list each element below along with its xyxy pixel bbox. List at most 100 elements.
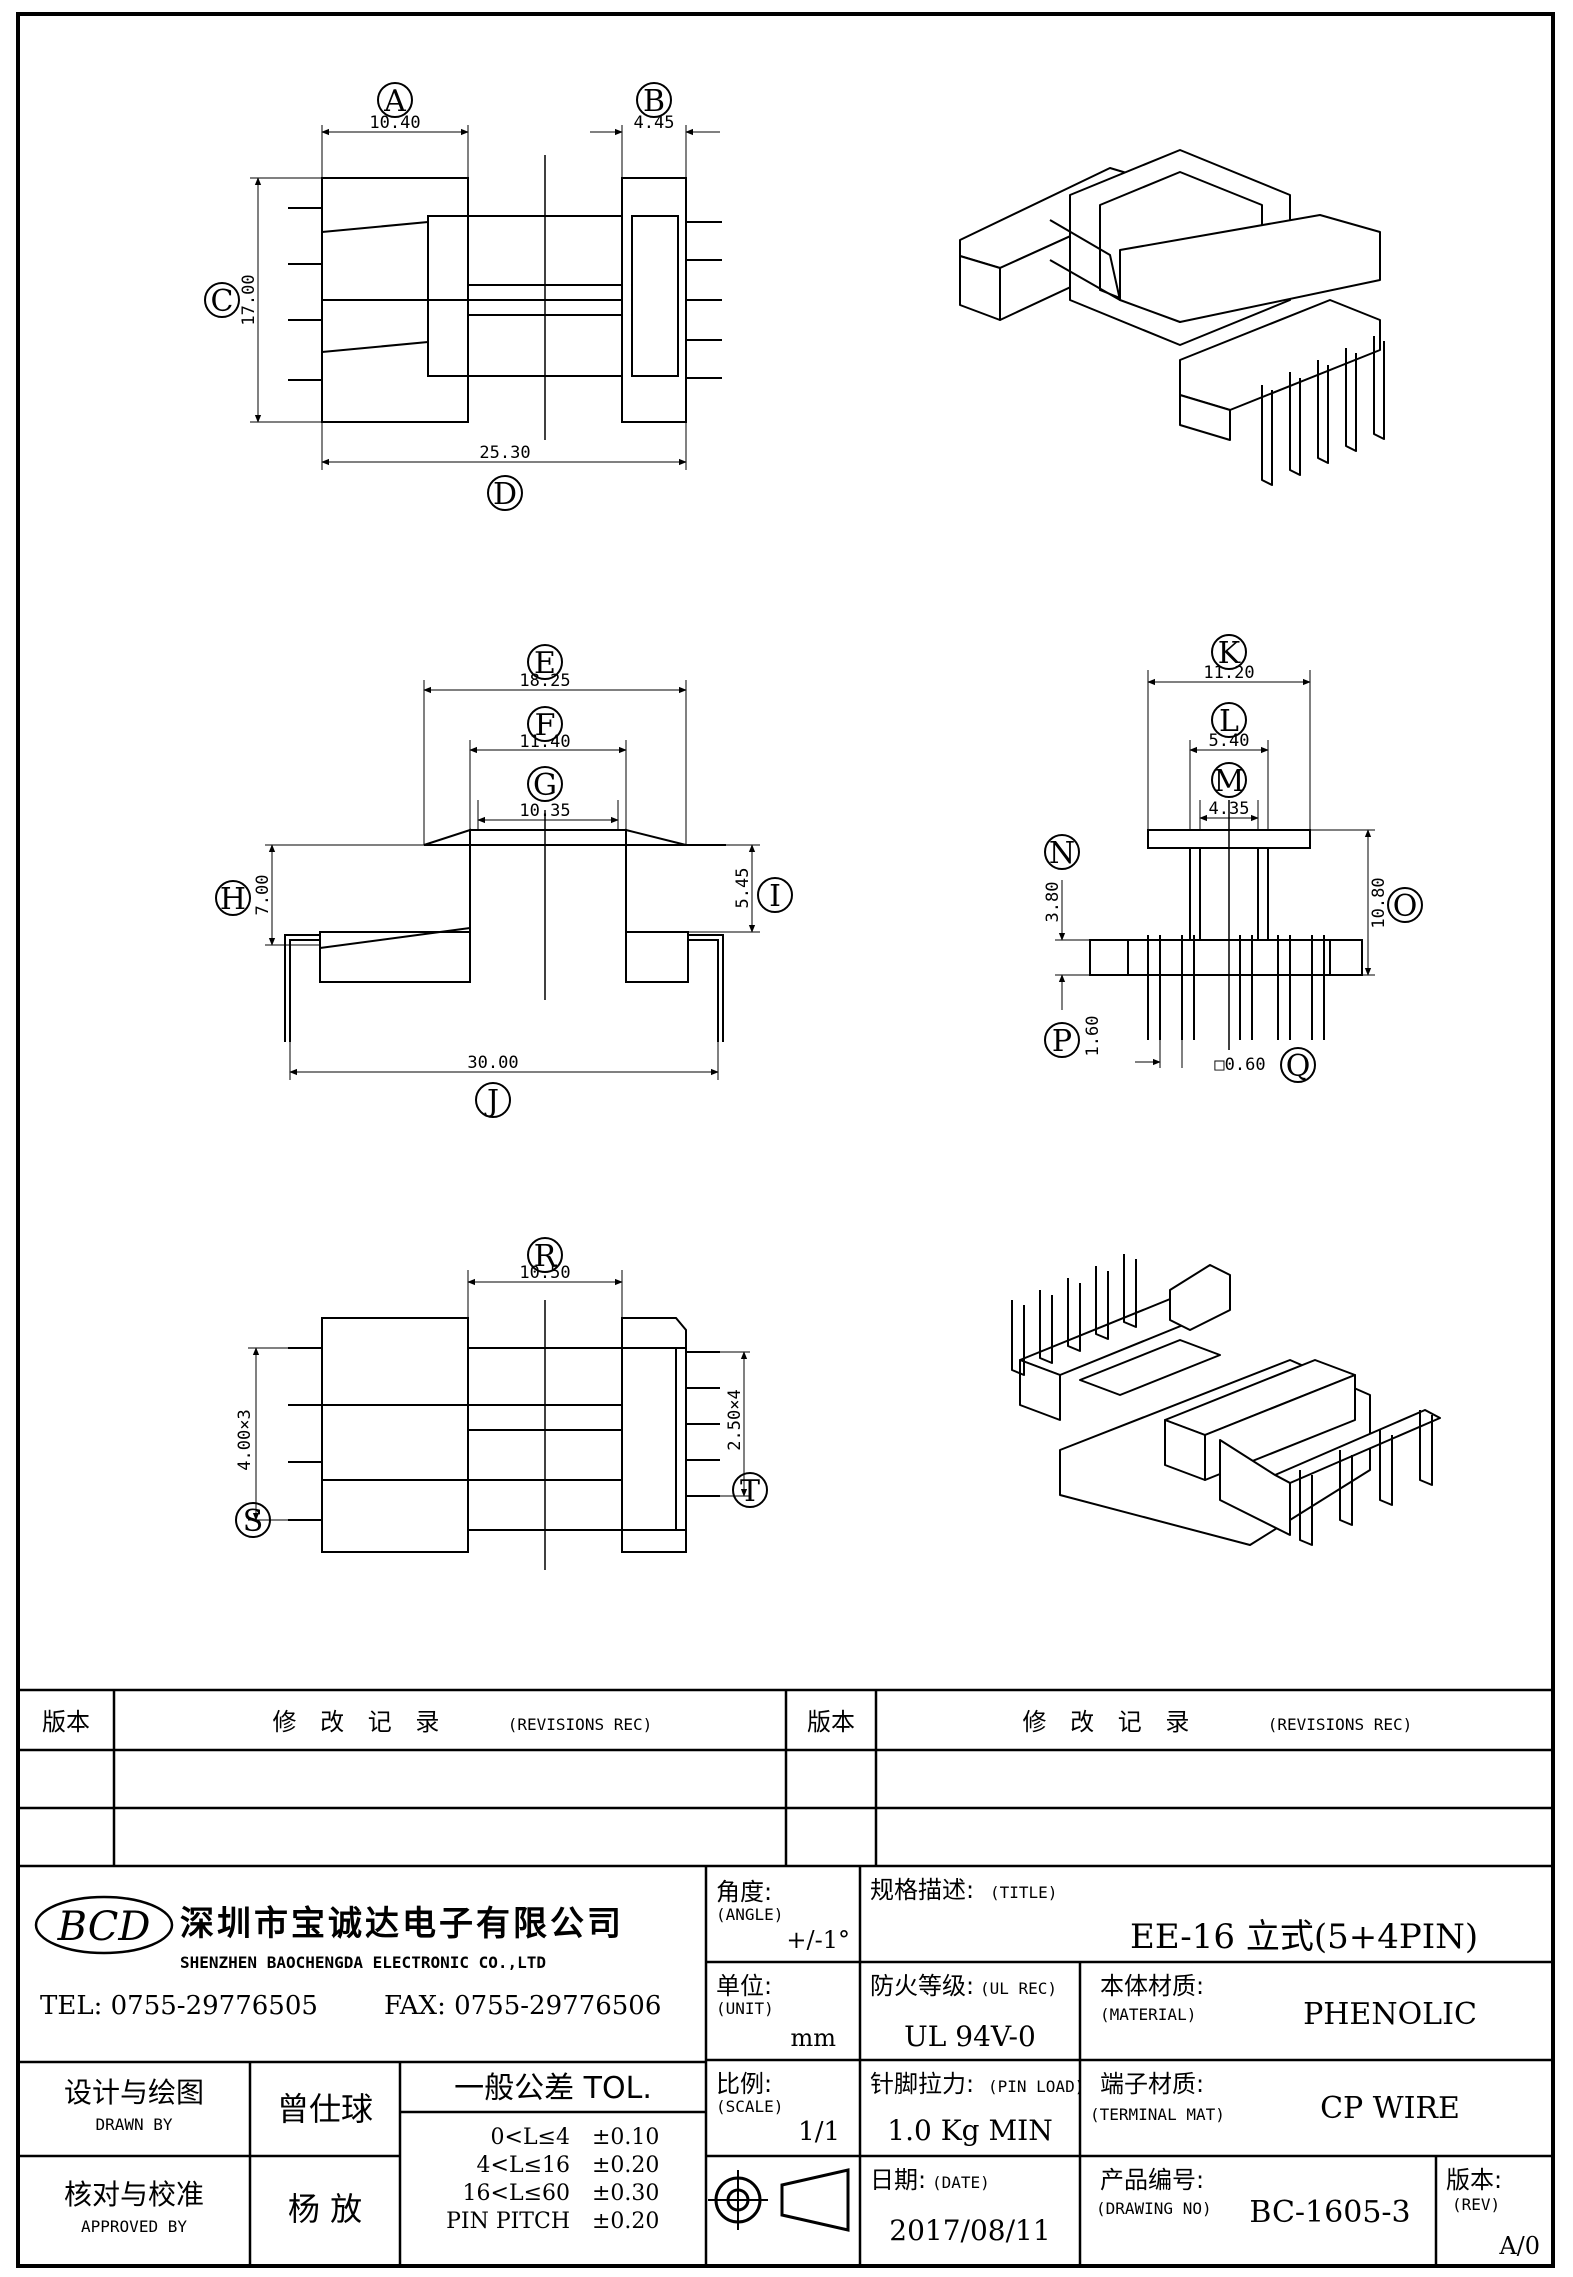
approved-label: 核对与校准 — [64, 2178, 204, 2211]
tol-title: 一般公差 TOL. — [454, 2071, 652, 2106]
unit-label: 单位: — [716, 1972, 772, 2000]
rev-col-version-1: 版本 — [42, 1708, 90, 1736]
tol-range-3: 16<L≤60 — [463, 2181, 570, 2206]
front-view — [265, 680, 760, 1080]
drawing-en: (DRAWING NO) — [1096, 2199, 1212, 2218]
dim-i: 5.45 — [733, 868, 753, 909]
dim-a: 10.40 — [369, 113, 420, 133]
ul-label: 防火等级: — [870, 1972, 974, 2000]
rev-value: A/0 — [1498, 2232, 1540, 2260]
tol-value-3: ±0.30 — [592, 2181, 659, 2206]
label-g: G — [533, 768, 557, 803]
company-fax: FAX: 0755-29776506 — [384, 1991, 661, 2021]
title-label: 规格描述: — [870, 1876, 974, 1904]
title-en: (TITLE) — [990, 1883, 1057, 1902]
title-block-grid — [18, 1866, 1553, 2266]
label-q: Q — [1286, 1049, 1311, 1084]
bottom-view — [248, 1270, 750, 1570]
angle-value: +/-1° — [786, 1926, 850, 1954]
approved-en: APPROVED BY — [81, 2217, 187, 2236]
side-view — [1055, 670, 1375, 1068]
spec-left-cells: 角度: (ANGLE) +/-1° 单位: (UNIT) mm 比例: (SCA… — [708, 1878, 850, 2232]
terminal-label: 端子材质: — [1100, 2070, 1204, 2098]
scale-en: (SCALE) — [716, 2097, 783, 2116]
rev-col-record-en-2: (REVISIONS REC) — [1268, 1715, 1413, 1734]
ul-value: UL 94V-0 — [904, 2020, 1036, 2053]
date-value: 2017/08/11 — [889, 2214, 1050, 2247]
tol-value-4: ±0.20 — [592, 2209, 659, 2234]
date-en: (DATE) — [932, 2173, 990, 2192]
dim-e: 18.25 — [519, 671, 570, 691]
tol-range-4: PIN PITCH — [446, 2209, 570, 2234]
angle-label: 角度: — [716, 1878, 772, 1906]
dim-m: 4.35 — [1209, 799, 1250, 819]
label-p: P — [1052, 1024, 1072, 1059]
terminal-en: (TERMINAL MAT) — [1090, 2105, 1225, 2124]
projection-symbol-icon — [708, 2168, 850, 2232]
label-a: A — [383, 84, 406, 119]
front-view-labels: E 18.25 F 11.40 G 10.35 H 7.00 I 5.45 J … — [215, 644, 793, 1119]
rev-en: (REV) — [1452, 2195, 1500, 2214]
label-j: J — [484, 1084, 499, 1119]
rev-col-record-2: 修 改 记 录 — [1023, 1708, 1198, 1736]
label-f: F — [535, 708, 556, 743]
dim-l: 5.40 — [1209, 731, 1250, 751]
label-l: L — [1219, 704, 1239, 739]
company-name-cn: 深圳市宝诚达电子有限公司 — [180, 1904, 624, 1944]
company-block: BCD 深圳市宝诚达电子有限公司 SHENZHEN BAOCHENGDA ELE… — [34, 1895, 661, 2021]
pinload-en: (PIN LOAD) — [988, 2077, 1084, 2096]
label-c: C — [211, 284, 234, 319]
date-label: 日期: — [870, 2166, 926, 2194]
label-h: H — [220, 882, 246, 917]
dim-q: □0.60 — [1214, 1055, 1265, 1075]
side-view-labels: K 11.20 L 5.40 M 4.35 N 3.80 O 10.80 P 1… — [1043, 634, 1423, 1084]
label-k: K — [1218, 636, 1241, 671]
tol-range-2: 4<L≤16 — [477, 2153, 570, 2178]
dim-k: 11.20 — [1203, 663, 1254, 683]
revision-table — [18, 1688, 1553, 1868]
title-row: 规格描述: (TITLE) EE-16 立式(5+4PIN) — [870, 1876, 1478, 1957]
bottom-view-labels: R 10.50 S 4.00×3 T 2.50×4 — [235, 1237, 768, 1539]
dim-b: 4.45 — [634, 113, 675, 133]
company-logo: BCD — [57, 1904, 151, 1950]
scale-label: 比例: — [716, 2070, 772, 2098]
dim-c: 17.00 — [239, 274, 259, 325]
label-b: B — [643, 84, 665, 119]
rev-col-version-2: 版本 — [807, 1708, 855, 1736]
label-t: T — [740, 1474, 760, 1509]
dim-t: 2.50×4 — [725, 1389, 745, 1450]
pinload-label: 针脚拉力: — [870, 2070, 974, 2098]
rev-col-record-1: 修 改 记 录 — [273, 1708, 448, 1736]
top-view — [250, 125, 722, 470]
company-tel: TEL: 0755-29776505 — [40, 1991, 318, 2021]
material-label: 本体材质: — [1100, 1972, 1204, 2000]
scale-value: 1/1 — [798, 2117, 840, 2147]
dim-n: 3.80 — [1043, 882, 1063, 923]
date-drawing-row: 日期: (DATE) 2017/08/11 产品编号: (DRAWING NO)… — [870, 2166, 1540, 2260]
dim-d: 25.30 — [479, 443, 530, 463]
label-o: O — [1393, 889, 1418, 924]
label-e: E — [534, 646, 556, 681]
revision-header: 版本 修 改 记 录 (REVISIONS REC) 版本 修 改 记 录 (R… — [42, 1708, 1412, 1736]
drawing-label: 产品编号: — [1100, 2166, 1204, 2194]
label-n: N — [1049, 836, 1075, 871]
angle-en: (ANGLE) — [716, 1905, 783, 1924]
dim-g: 10.35 — [519, 801, 570, 821]
iso-view-bottom — [1011, 1254, 1441, 1546]
title-value: EE-16 立式(5+4PIN) — [1130, 1917, 1478, 1957]
drawn-label: 设计与绘图 — [64, 2076, 204, 2109]
rev-label: 版本: — [1446, 2166, 1502, 2194]
label-m: M — [1214, 764, 1245, 799]
terminal-value: CP WIRE — [1320, 2091, 1460, 2126]
dim-s: 4.00×3 — [235, 1409, 255, 1470]
unit-value: mm — [790, 2024, 836, 2052]
ul-material-row: 防火等级: (UL REC) UL 94V-0 本体材质: (MATERIAL)… — [870, 1972, 1477, 2053]
drawn-en: DRAWN BY — [95, 2115, 172, 2134]
iso-view-top — [959, 149, 1385, 486]
drawing-value: BC-1605-3 — [1249, 2195, 1410, 2230]
drawn-value: 曾仕球 — [277, 2090, 373, 2128]
material-value: PHENOLIC — [1303, 1997, 1477, 2032]
label-d: D — [493, 477, 517, 512]
approved-value: 杨 放 — [288, 2190, 362, 2228]
